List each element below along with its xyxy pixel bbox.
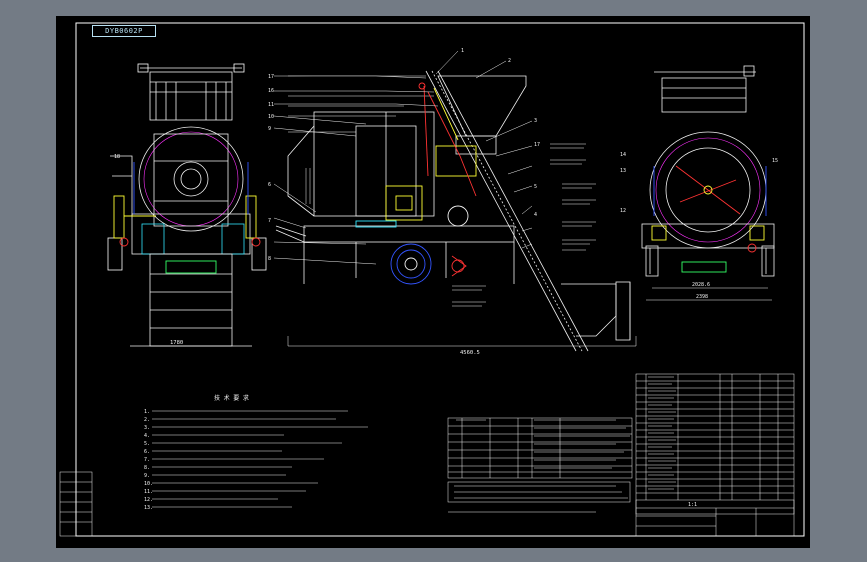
part-label-13: 13 bbox=[620, 168, 626, 174]
callout-lines bbox=[273, 50, 533, 265]
technical-notes: 1. 2. 3. 4. 5. 6. 7. 8. 9. 10. 11. 12. 1… bbox=[144, 409, 368, 511]
note-12: 12. bbox=[144, 497, 153, 503]
part-label-8: 8 bbox=[268, 256, 271, 262]
scale-label: 1:1 bbox=[688, 502, 697, 508]
note-7: 7. bbox=[144, 457, 150, 463]
part-label-2: 2 bbox=[508, 58, 511, 64]
part-label-7: 7 bbox=[268, 218, 271, 224]
cad-viewport[interactable]: DYB0602P bbox=[56, 16, 810, 548]
note-11: 11. bbox=[144, 489, 153, 495]
part-label-6: 6 bbox=[268, 182, 271, 188]
note-1: 1. bbox=[144, 409, 150, 415]
part-number-labels: 1 2 3 4 5 6 7 8 9 10 11 16 17 17 18 14 1… bbox=[114, 48, 778, 262]
dim-rear-width: 2398 bbox=[696, 294, 708, 300]
cad-drawing: 1780 bbox=[59, 22, 805, 537]
parts-list bbox=[635, 373, 795, 537]
part-label-9: 9 bbox=[268, 126, 271, 132]
note-3: 3. bbox=[144, 425, 150, 431]
part-label-17b: 17 bbox=[534, 142, 540, 148]
dim-front-width: 1780 bbox=[170, 340, 183, 346]
part-label-11: 11 bbox=[268, 102, 274, 108]
note-8: 8. bbox=[144, 465, 150, 471]
revision-block bbox=[59, 471, 93, 537]
drawing-frame bbox=[75, 22, 805, 537]
note-13: 13. bbox=[144, 505, 153, 511]
part-label-17: 17 bbox=[268, 74, 274, 80]
side-view bbox=[275, 70, 637, 352]
rear-view bbox=[641, 65, 775, 301]
parameters-table bbox=[447, 417, 633, 513]
drawing-tag: DYB0602P bbox=[92, 25, 156, 37]
part-label-15: 15 bbox=[772, 158, 778, 164]
dim-rear-inner: 2028.6 bbox=[692, 282, 710, 288]
part-label-5: 5 bbox=[534, 184, 537, 190]
part-label-1: 1 bbox=[461, 48, 464, 54]
dim-side-length: 4560.5 bbox=[460, 350, 480, 356]
spec-annotations bbox=[305, 143, 596, 307]
part-label-16: 16 bbox=[268, 88, 274, 94]
part-label-12: 12 bbox=[620, 208, 626, 214]
part-label-10: 10 bbox=[268, 114, 274, 120]
note-9: 9. bbox=[144, 473, 150, 479]
note-2: 2. bbox=[144, 417, 150, 423]
front-view-colored bbox=[113, 162, 261, 274]
part-label-4: 4 bbox=[534, 212, 537, 218]
note-10: 10. bbox=[144, 481, 153, 487]
part-label-18: 18 bbox=[114, 154, 120, 160]
part-label-3: 3 bbox=[534, 118, 537, 124]
side-view-colored bbox=[355, 82, 477, 285]
note-4: 4. bbox=[144, 433, 150, 439]
front-view bbox=[107, 63, 267, 347]
part-label-14: 14 bbox=[620, 152, 626, 158]
rear-view-colored bbox=[651, 165, 767, 273]
note-5: 5. bbox=[144, 441, 150, 447]
note-6: 6. bbox=[144, 449, 150, 455]
notes-title: 技 术 要 求 bbox=[214, 394, 249, 402]
